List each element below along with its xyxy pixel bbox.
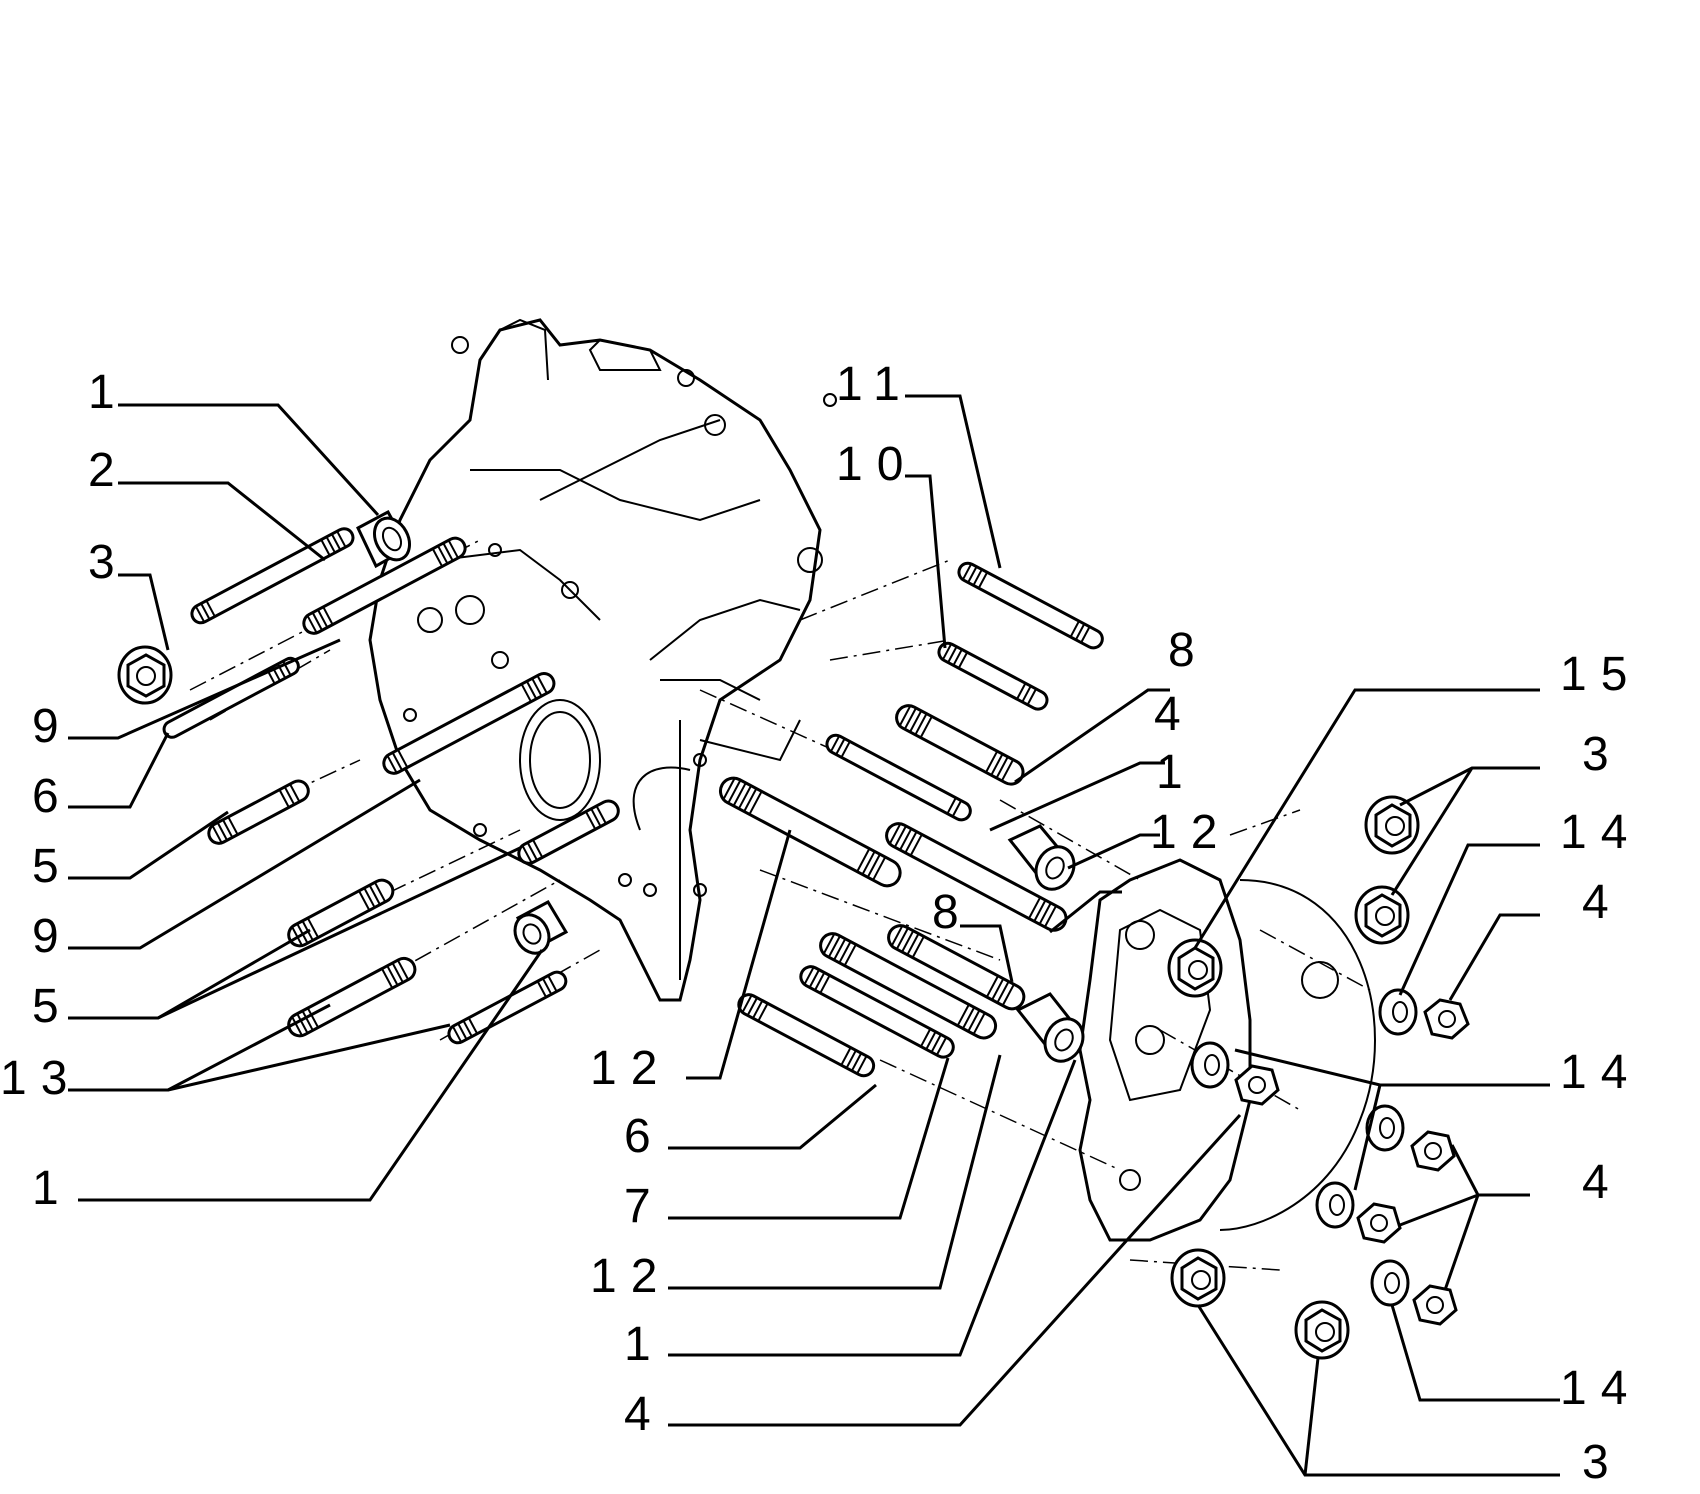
label-13: 13 [0, 1052, 81, 1105]
stud-9-bottom [382, 671, 556, 775]
label-12-mid: 12 [1150, 806, 1231, 859]
flange-nut-15 [1167, 938, 1223, 998]
stud-12-a [718, 776, 902, 888]
label-4-top: 4 [1154, 688, 1195, 741]
fasteners [117, 645, 1470, 1360]
label-1-mid: 1 [1156, 746, 1197, 799]
stud-9-top [302, 536, 467, 635]
label-3-right-bottom: 3 [1582, 1436, 1623, 1489]
label-14-c: 14 [1560, 1362, 1641, 1415]
hex-nut-4-b [1234, 1064, 1280, 1106]
label-5-a: 5 [32, 840, 73, 893]
label-14-b: 14 [1560, 1046, 1641, 1099]
label-8-mid: 8 [932, 886, 973, 939]
leader-lines [68, 394, 1560, 1477]
washer-14-b [1190, 1041, 1230, 1089]
label-10: 10 [836, 438, 917, 491]
hex-nut-4-d [1356, 1202, 1402, 1244]
label-11: 11 [836, 358, 914, 411]
label-1-bottom: 1 [624, 1318, 665, 1371]
flange-nut-3-right-a [1364, 795, 1420, 855]
washer-14-d [1315, 1181, 1355, 1229]
studs [162, 527, 1104, 1078]
flange-nut-3-right-b [1354, 885, 1410, 945]
hex-nut-4-e [1412, 1284, 1458, 1326]
flange-nut-3-bottom-a [1170, 1248, 1226, 1308]
label-14-a: 14 [1560, 806, 1641, 859]
gearbox-casing [368, 318, 837, 1002]
bushing-1-top [356, 509, 412, 569]
washer-14-c [1365, 1104, 1405, 1152]
hex-nut-4-c [1410, 1130, 1456, 1172]
stud-4-top [825, 733, 972, 822]
label-7: 7 [624, 1180, 665, 1233]
callout-labels: 1 2 3 9 6 5 9 5 13 1 11 10 8 4 1 12 8 12… [0, 358, 1641, 1489]
bushing-1-bottom [1015, 992, 1085, 1063]
label-8-top: 8 [1168, 624, 1209, 677]
label-3-left: 3 [88, 536, 129, 589]
stud-8-top [895, 704, 1025, 786]
label-9-b: 9 [32, 910, 73, 963]
stud-6-mid [737, 993, 876, 1078]
stud-13-b [447, 970, 568, 1045]
stud-5-top [207, 779, 310, 845]
label-2: 2 [88, 444, 129, 497]
stud-7 [799, 965, 955, 1059]
stud-2 [190, 527, 355, 625]
label-4-right-a: 4 [1582, 876, 1623, 929]
flange-nut-3-bottom-b [1294, 1300, 1350, 1360]
label-5-b: 5 [32, 980, 73, 1033]
stud-5-bottom-b [517, 799, 620, 865]
stud-12-b [819, 932, 998, 1040]
label-1-top: 1 [88, 366, 129, 419]
washer-14-e [1370, 1259, 1410, 1307]
stud-12-mid [885, 822, 1068, 932]
label-9-a: 9 [32, 700, 73, 753]
label-12-a: 12 [590, 1042, 671, 1095]
hex-nut-4-a [1423, 998, 1470, 1040]
washer-14-a [1378, 988, 1418, 1036]
bushing-1-mid [1007, 824, 1076, 891]
stud-13-a [287, 956, 417, 1038]
stud-8-mid [887, 924, 1026, 1011]
label-3-right-top: 3 [1582, 728, 1623, 781]
label-15: 15 [1560, 648, 1641, 701]
label-4-bottom: 4 [624, 1388, 665, 1441]
stud-10 [937, 641, 1049, 711]
label-6-mid: 6 [624, 1110, 665, 1163]
flange-nut-3-left [117, 645, 173, 705]
bushings [356, 509, 1085, 1063]
label-1-left-bottom: 1 [32, 1162, 73, 1215]
label-4-right-b: 4 [1582, 1156, 1623, 1209]
label-12-b: 12 [590, 1250, 671, 1303]
bushing-1-left [513, 900, 569, 955]
stud-11 [957, 561, 1104, 650]
label-6-left: 6 [32, 770, 73, 823]
